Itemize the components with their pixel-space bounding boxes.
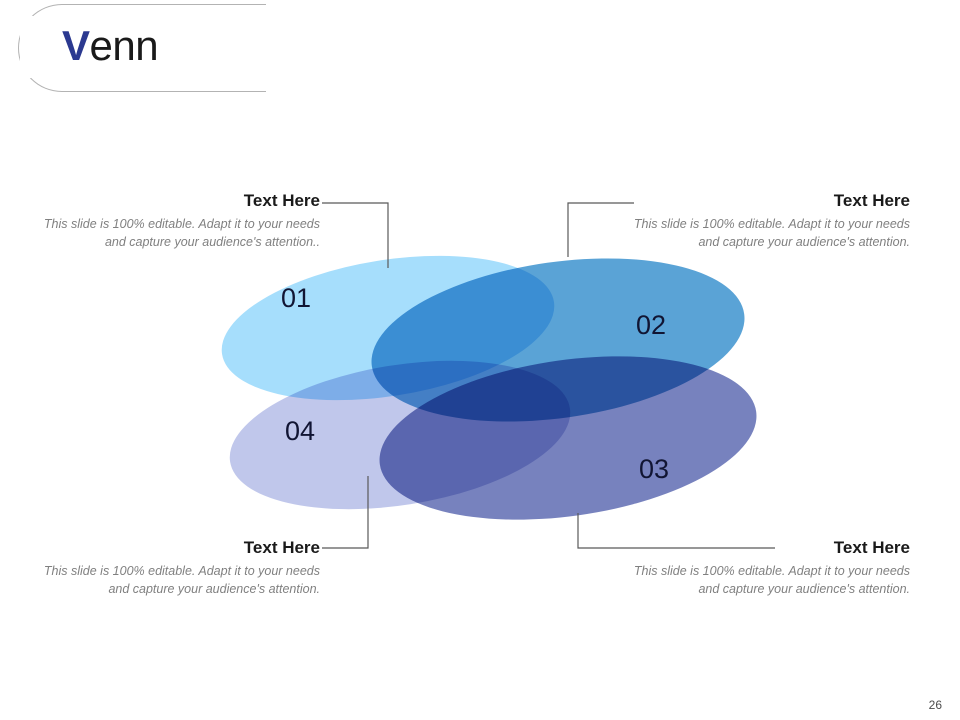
- page-title: Venn: [62, 22, 159, 70]
- callout-bottom-right: Text Here This slide is 100% editable. A…: [610, 538, 910, 598]
- venn-label-01: 01: [281, 283, 311, 313]
- callout-bottom-left: Text Here This slide is 100% editable. A…: [20, 538, 320, 598]
- page-title-rest: enn: [89, 22, 159, 69]
- callout-title: Text Here: [243, 538, 320, 557]
- callout-body: This slide is 100% editable. Adapt it to…: [633, 563, 910, 596]
- callout-body: This slide is 100% editable. Adapt it to…: [43, 216, 320, 249]
- venn-label-03: 03: [639, 454, 669, 484]
- callout-body: This slide is 100% editable. Adapt it to…: [43, 563, 320, 596]
- venn-ellipse-03[interactable]: [369, 334, 767, 541]
- title-frame-mask: [20, 16, 280, 78]
- callout-top-right: Text Here This slide is 100% editable. A…: [610, 191, 910, 251]
- callout-title: Text Here: [833, 538, 910, 557]
- callout-top-left: Text Here This slide is 100% editable. A…: [20, 191, 320, 251]
- page-number: 26: [928, 698, 942, 712]
- callout-title: Text Here: [833, 191, 910, 210]
- callout-title: Text Here: [243, 191, 320, 210]
- page-title-accent-letter: V: [62, 22, 90, 69]
- callout-body: This slide is 100% editable. Adapt it to…: [633, 216, 910, 249]
- venn-label-02: 02: [636, 310, 666, 340]
- venn-label-04: 04: [285, 416, 315, 446]
